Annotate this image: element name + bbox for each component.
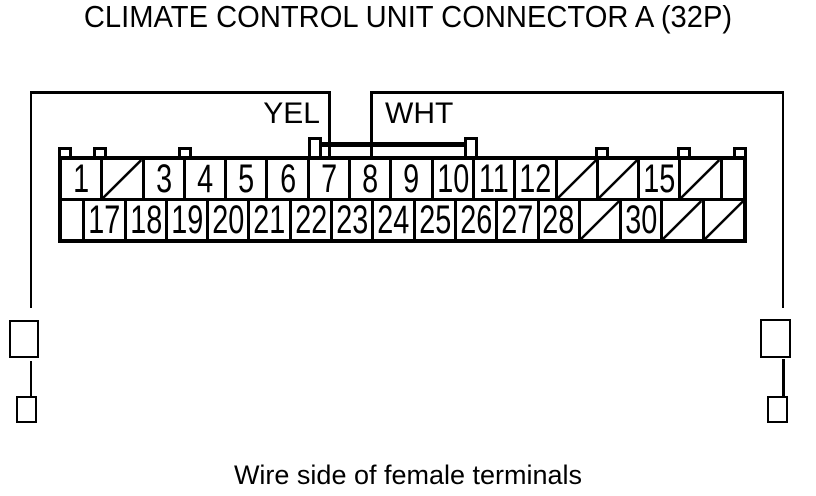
pin-cell-18: 18 xyxy=(126,198,168,242)
pin-cell-3: 3 xyxy=(144,157,186,201)
pin-cell-12: 12 xyxy=(516,157,558,201)
slash-icon xyxy=(558,160,596,198)
slash-icon xyxy=(705,201,743,239)
connector-end-cell xyxy=(62,201,86,239)
pin-cell-8: 8 xyxy=(351,157,393,201)
pin-number: 15 xyxy=(643,157,676,201)
page-title: CLIMATE CONTROL UNIT CONNECTOR A (32P) xyxy=(83,0,733,34)
pin-number: 25 xyxy=(418,198,451,242)
pin-number: 9 xyxy=(403,157,420,201)
connector-key-tab xyxy=(595,147,609,156)
yel-wire-to-pin-7 xyxy=(328,91,331,158)
connector-corner-tab-right xyxy=(733,147,747,156)
pin-number: 11 xyxy=(479,157,510,201)
diagram-caption: Wire side of female terminals xyxy=(233,460,583,490)
pin-number: 18 xyxy=(129,198,162,242)
pin-number: 12 xyxy=(519,157,552,201)
pin-number: 5 xyxy=(238,157,255,201)
pin-cell-7: 7 xyxy=(309,157,352,201)
pin-number: 19 xyxy=(171,198,204,242)
pin-cell-6: 6 xyxy=(268,157,310,201)
connector-end-cell xyxy=(722,160,744,198)
pin-cell-17: 17 xyxy=(85,198,127,242)
blocked-pin-cell xyxy=(557,160,599,198)
pin-number: 1 xyxy=(73,157,90,201)
terminal-symbol-small-left xyxy=(16,396,37,423)
pin-number: 6 xyxy=(279,157,296,201)
pin-cell-11: 11 xyxy=(474,157,517,201)
wire-run-right-vertical xyxy=(782,91,784,308)
wire-stub-right xyxy=(782,359,785,398)
latch-post-left xyxy=(308,137,322,156)
pin-number: 7 xyxy=(320,157,337,201)
connector-key-tab xyxy=(178,147,192,156)
connector-key-tab xyxy=(677,147,691,156)
pin-cell-19: 19 xyxy=(167,198,210,242)
wire-run-left-vertical xyxy=(30,91,32,308)
pin-cell-23: 23 xyxy=(333,198,375,242)
slash-icon xyxy=(103,160,141,198)
pin-number: 28 xyxy=(542,198,575,242)
pin-cell-24: 24 xyxy=(374,198,416,242)
pin-number: 4 xyxy=(197,157,214,201)
pin-cell-25: 25 xyxy=(415,198,457,242)
blocked-pin-cell xyxy=(681,160,723,198)
pin-number: 23 xyxy=(336,198,369,242)
pin-number: 20 xyxy=(212,198,245,242)
pin-number: 27 xyxy=(501,198,534,242)
pin-cell-28: 28 xyxy=(539,198,581,242)
terminal-symbol-large-right xyxy=(760,319,791,358)
wht-wire-to-pin-8 xyxy=(370,91,373,158)
pin-number: 26 xyxy=(460,198,493,242)
slash-icon xyxy=(599,160,637,198)
pin-cell-27: 27 xyxy=(498,198,540,242)
pin-number: 3 xyxy=(155,157,172,201)
blocked-pin-cell xyxy=(663,201,705,239)
wire-color-label-wht: WHT xyxy=(385,97,454,130)
pin-cell-9: 9 xyxy=(392,157,434,201)
blocked-pin-cell xyxy=(704,201,744,239)
wire-run-right-horizontal xyxy=(370,91,784,94)
pin-number: 22 xyxy=(294,198,327,242)
slash-icon xyxy=(663,201,701,239)
pin-cell-30: 30 xyxy=(622,198,664,242)
connector-corner-tab-left xyxy=(58,147,72,156)
pin-cell-10: 10 xyxy=(433,157,475,201)
pin-cell-4: 4 xyxy=(185,157,228,201)
blocked-pin-cell xyxy=(580,201,623,239)
pin-cell-1: 1 xyxy=(62,157,104,201)
pin-number: 21 xyxy=(253,198,286,242)
pin-cell-20: 20 xyxy=(209,198,251,242)
connector-key-tab xyxy=(93,147,107,156)
slash-icon xyxy=(681,160,719,198)
latch-bar xyxy=(321,142,465,147)
pin-cell-15: 15 xyxy=(640,157,682,201)
blocked-pin-cell xyxy=(598,160,641,198)
pin-cell-5: 5 xyxy=(227,157,269,201)
pin-cell-22: 22 xyxy=(291,198,334,242)
pin-cell-26: 26 xyxy=(456,198,499,242)
blocked-pin-cell xyxy=(103,160,145,198)
wire-stub-left xyxy=(30,361,32,398)
pin-number: 10 xyxy=(436,157,469,201)
pin-number: 30 xyxy=(625,198,658,242)
terminal-symbol-large-left xyxy=(9,320,39,358)
wire-run-left-horizontal xyxy=(30,91,331,94)
latch-post-right xyxy=(464,137,478,156)
slash-icon xyxy=(581,201,619,239)
pin-number: 8 xyxy=(362,157,379,201)
terminal-symbol-small-right xyxy=(767,396,788,423)
pin-number: 17 xyxy=(88,198,121,242)
wire-color-label-yel: YEL xyxy=(263,97,320,130)
pin-number: 24 xyxy=(377,198,410,242)
pin-cell-21: 21 xyxy=(250,198,292,242)
